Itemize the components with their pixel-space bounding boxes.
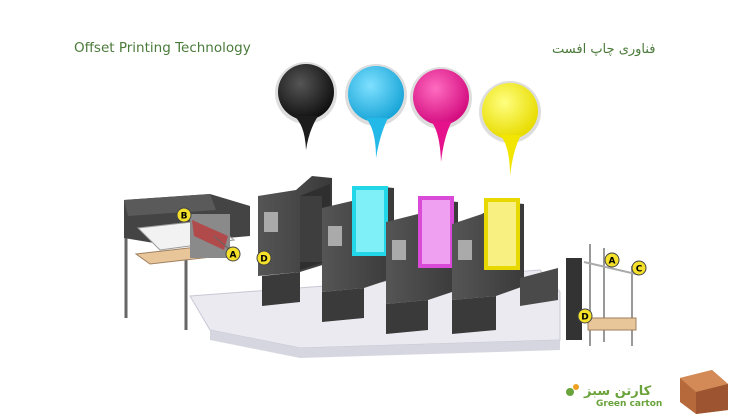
svg-text:A: A: [230, 251, 237, 261]
callout-c: C: [631, 260, 647, 276]
ink-drop-yellow: [479, 81, 541, 176]
callout-d-left: D: [256, 250, 272, 266]
title-english: Offset Printing Technology: [74, 40, 251, 56]
callout-d-right: D: [577, 308, 593, 324]
callout-a-delivery: A: [604, 252, 620, 268]
logo-name-english: Green carton: [596, 399, 663, 409]
printing-unit-cyan: [322, 186, 394, 322]
title-persian: فناوری چاپ افست: [552, 42, 656, 57]
svg-text:C: C: [636, 265, 643, 275]
box-logo-icon: [566, 370, 728, 414]
svg-text:B: B: [181, 212, 188, 222]
logo-name-persian: کارتن سبز: [584, 384, 652, 399]
ink-drop-magenta: [410, 67, 472, 162]
svg-text:D: D: [581, 313, 588, 323]
callout-b: B: [176, 207, 192, 223]
sheet-delivery: [520, 244, 637, 346]
ink-drop-black: [275, 62, 337, 150]
printing-unit-magenta: [386, 196, 458, 334]
sheet-feeder: [124, 194, 250, 330]
printing-unit-black: [258, 176, 332, 306]
callout-a-feeder: A: [213, 235, 241, 262]
svg-text:D: D: [260, 255, 267, 265]
printing-unit-yellow: [452, 198, 524, 334]
ink-drop-cyan: [345, 64, 407, 158]
svg-text:A: A: [609, 257, 616, 267]
